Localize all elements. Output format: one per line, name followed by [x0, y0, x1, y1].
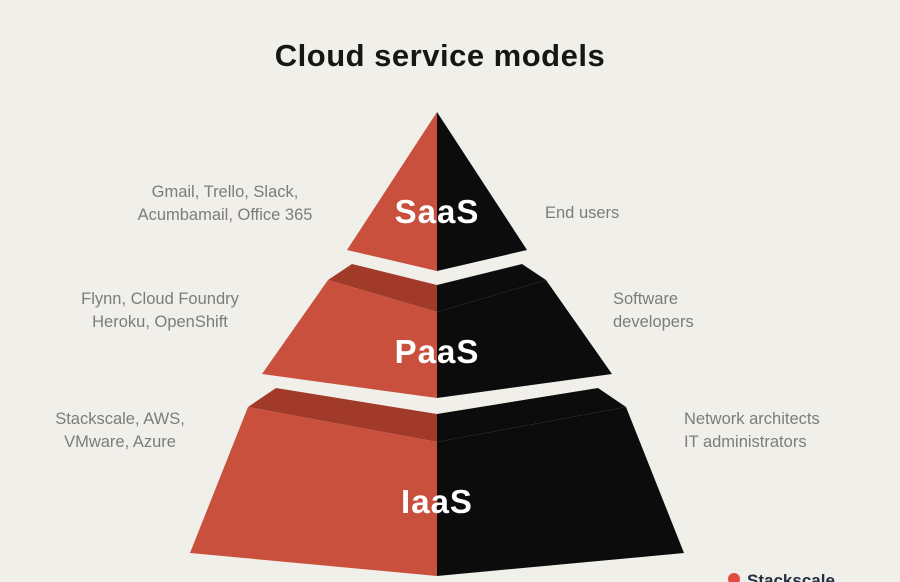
paas-examples-label: Flynn, Cloud Foundry Heroku, OpenShift [81, 290, 239, 331]
paas-left-face [262, 280, 437, 398]
paas-right-face [437, 280, 612, 398]
paas-audience-label: Software developers [613, 290, 694, 331]
brand-dot-icon [728, 573, 740, 582]
saas-left-face [347, 112, 437, 271]
iaas-top-rim-left [248, 388, 437, 442]
saas-audience-label: End users [545, 204, 620, 222]
page-title: Cloud service models [274, 38, 606, 73]
saas-examples-label: Gmail, Trello, Slack, Acumbamail, Office… [137, 183, 313, 224]
iaas-top-rim-right [437, 388, 626, 442]
iaas-left-face [190, 407, 437, 576]
saas-tier-label: SaaS [394, 193, 480, 230]
saas-right-face [437, 112, 527, 271]
iaas-tier-label: IaaS [401, 483, 473, 520]
iaas-examples-label: Stackscale, AWS, VMware, Azure [55, 410, 185, 451]
paas-tier-label: PaaS [394, 333, 480, 370]
brand-watermark: Stackscale [728, 571, 835, 582]
iaas-right-face [437, 407, 684, 576]
iaas-audience-label: Network architects IT administrators [684, 410, 820, 451]
paas-top-rim-left [328, 264, 437, 312]
paas-top-rim-right [437, 264, 546, 312]
brand-watermark-text: Stackscale [747, 571, 835, 582]
